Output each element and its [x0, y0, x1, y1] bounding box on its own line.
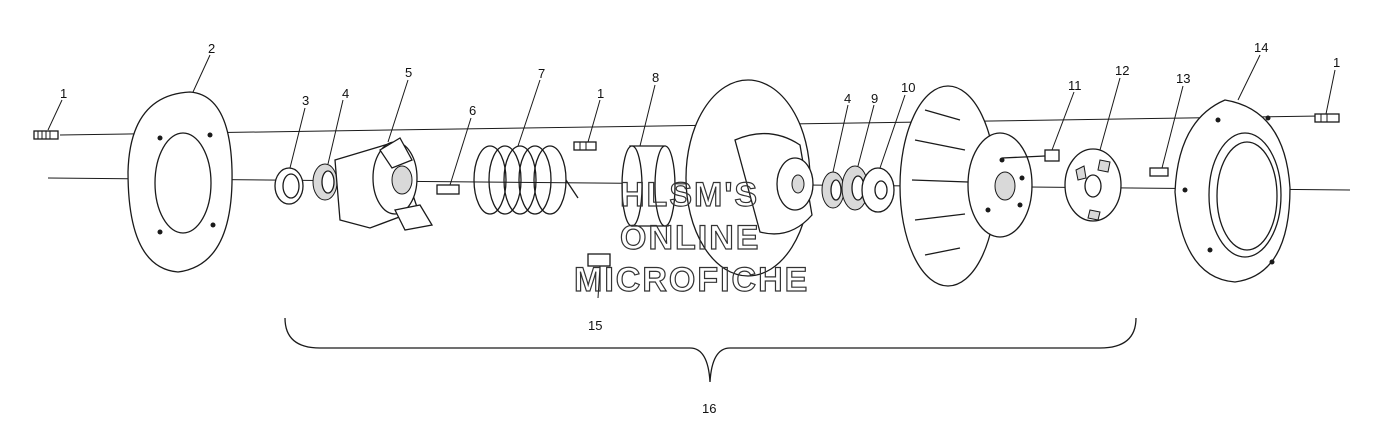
callout-9: 9 — [871, 91, 878, 106]
callout-14: 14 — [1254, 40, 1268, 55]
cover-plate-part-2 — [127, 91, 233, 273]
callout-10: 10 — [901, 80, 915, 95]
spring-part-7 — [473, 145, 579, 215]
ring-cover-part-14 — [1174, 99, 1291, 283]
callout-8: 8 — [652, 70, 659, 85]
callout-4-left: 4 — [342, 86, 349, 101]
watermark: HLSM'S ONLINE MICROFICHE — [573, 175, 809, 299]
washer-part-4-right — [821, 171, 845, 209]
washer-part-10 — [861, 167, 895, 213]
callout-11: 11 — [1068, 78, 1082, 93]
bolt-part-1-middle — [573, 141, 597, 151]
fixed-sheave-assembly — [899, 85, 1033, 287]
bolt-axis-line — [59, 115, 1321, 136]
callout-4-right: 4 — [844, 91, 851, 106]
callout-15: 15 — [588, 318, 602, 333]
callout-3: 3 — [302, 93, 309, 108]
bolt-part-13 — [1149, 167, 1169, 177]
moveable-sheave — [685, 79, 814, 277]
cover-part-12 — [1064, 148, 1122, 222]
snap-ring-part-3 — [274, 167, 304, 205]
callout-5: 5 — [405, 65, 412, 80]
callout-1-left: 1 — [60, 86, 67, 101]
callout-13: 13 — [1176, 71, 1190, 86]
callout-16: 16 — [702, 401, 716, 416]
callout-1-middle: 1 — [597, 86, 604, 101]
spider-hub-part-5 — [334, 137, 434, 231]
bushing-part-8 — [621, 145, 676, 227]
bolt-part-1-right — [1314, 113, 1340, 123]
leader-lines — [47, 54, 1336, 186]
assembly-brace — [284, 317, 1137, 383]
bolt-part-1-left — [33, 130, 59, 140]
watermark-line-2: ONLINE — [620, 219, 760, 257]
callout-12: 12 — [1115, 63, 1129, 78]
watermark-line-1: HLSM'S — [620, 176, 759, 214]
callout-6: 6 — [469, 103, 476, 118]
watermark-line-3: MICROFICHE — [574, 261, 809, 299]
pin-part-6 — [436, 184, 460, 195]
callout-2: 2 — [208, 41, 215, 56]
callout-7: 7 — [538, 66, 545, 81]
washer-part-4-left — [312, 163, 338, 201]
part-15 — [587, 253, 611, 299]
washer-part-9 — [841, 165, 869, 211]
callout-1-right: 1 — [1333, 55, 1340, 70]
